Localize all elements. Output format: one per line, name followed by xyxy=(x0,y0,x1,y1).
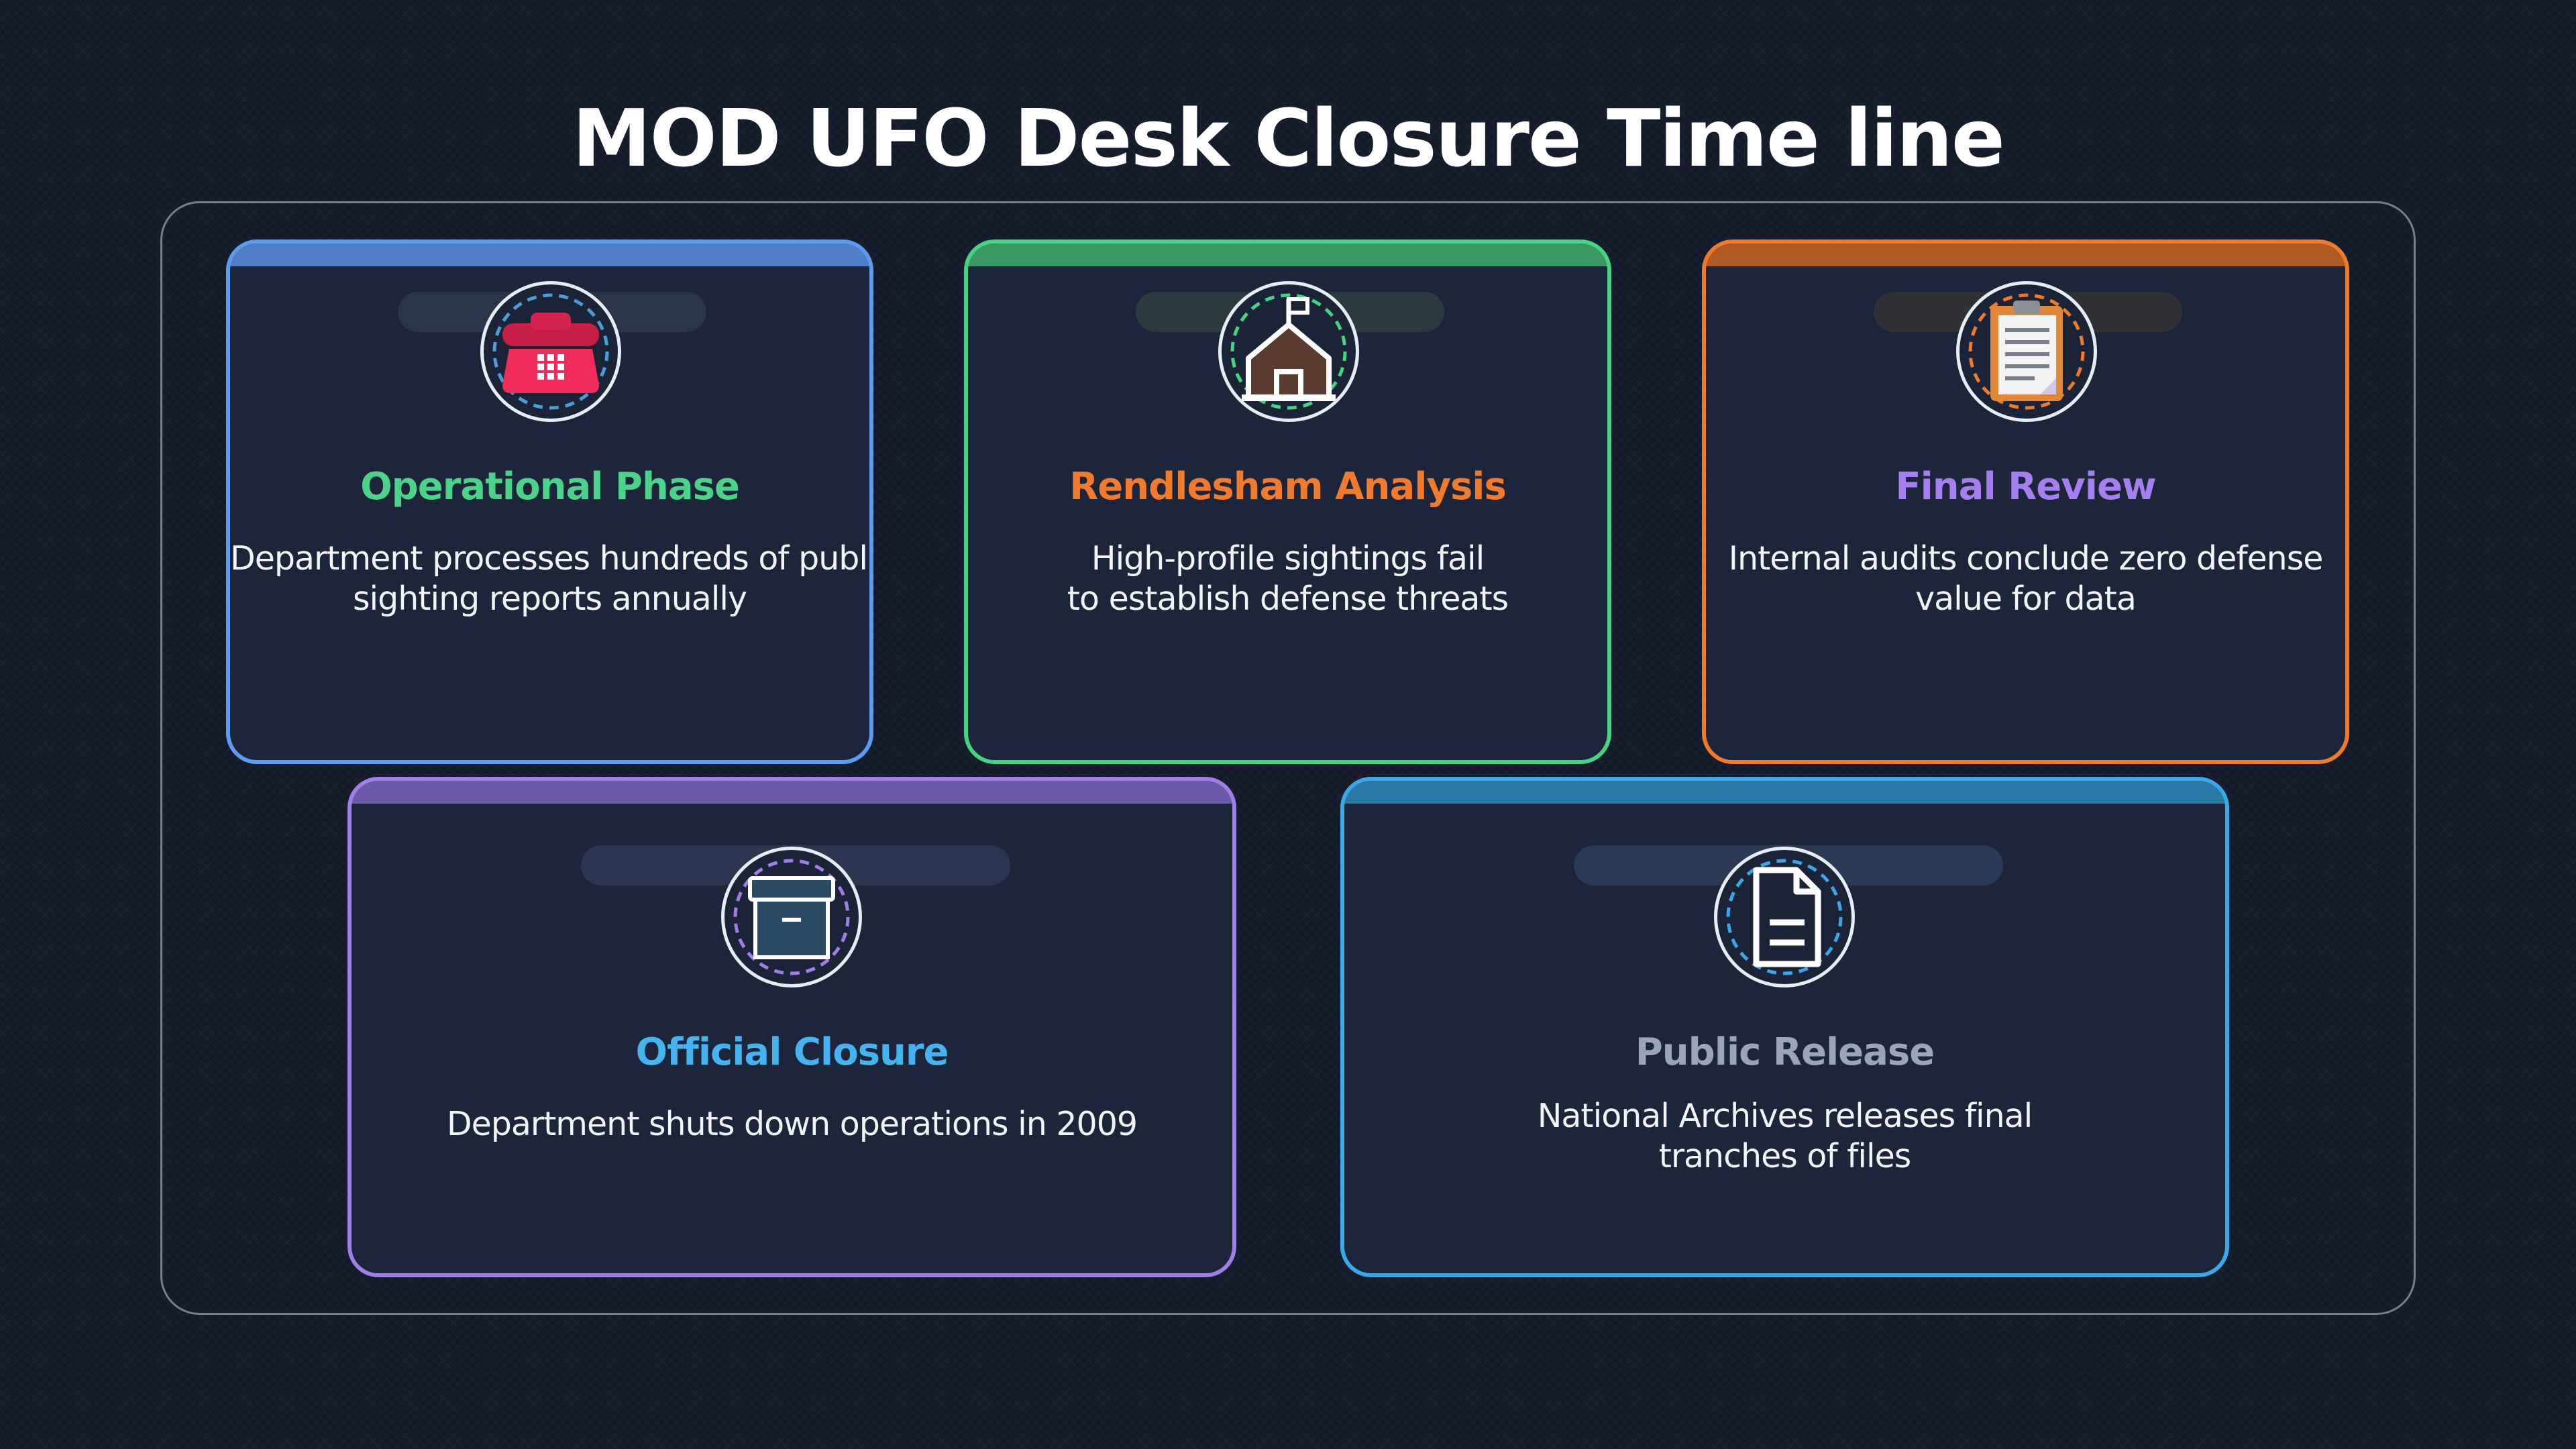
card-public-release: Public Release National Archives release… xyxy=(1340,777,2229,1277)
card-top-bar xyxy=(230,244,869,266)
card-operational-phase: Operational Phase Department processes h… xyxy=(226,239,873,764)
card-top-bar xyxy=(1344,781,2225,804)
card-title: Public Release xyxy=(1635,1030,1935,1074)
card-title: Final Review xyxy=(1895,465,2156,508)
card-description: Internal audits conclude zero defense va… xyxy=(1728,539,2324,618)
card-description: Department shuts down operations in 2009 xyxy=(446,1105,1138,1143)
card-icon-circle xyxy=(480,281,621,422)
telephone-icon xyxy=(492,293,609,410)
timeline-frame xyxy=(160,201,2416,1315)
card-rendlesham-analysis: Rendlesham Analysis High-profile sightin… xyxy=(964,239,1611,764)
card-final-review: Final Review Internal audits conclude ze… xyxy=(1702,239,2349,764)
card-description: National Archives releases final tranche… xyxy=(1537,1097,2033,1175)
card-icon-circle xyxy=(1714,847,1855,987)
card-official-closure: Official Closure Department shuts down o… xyxy=(347,777,1236,1277)
card-description: High-profile sightings fail to establish… xyxy=(1067,539,1509,618)
card-top-bar xyxy=(968,244,1607,266)
house-flag-icon xyxy=(1230,293,1347,410)
card-title: Official Closure xyxy=(635,1030,949,1074)
card-description: Department processes hundreds of public … xyxy=(230,539,873,618)
card-icon-circle xyxy=(1956,281,2097,422)
clipboard-icon xyxy=(1968,293,2085,410)
card-title: Operational Phase xyxy=(360,465,740,508)
archive-box-icon xyxy=(733,859,850,975)
page-title: MOD UFO Desk Closure Time line xyxy=(572,92,2005,184)
card-top-bar xyxy=(352,781,1232,804)
card-top-bar xyxy=(1706,244,2345,266)
card-title: Rendlesham Analysis xyxy=(1069,465,1507,508)
card-icon-circle xyxy=(721,847,862,987)
card-icon-circle xyxy=(1218,281,1359,422)
document-icon xyxy=(1726,859,1843,975)
